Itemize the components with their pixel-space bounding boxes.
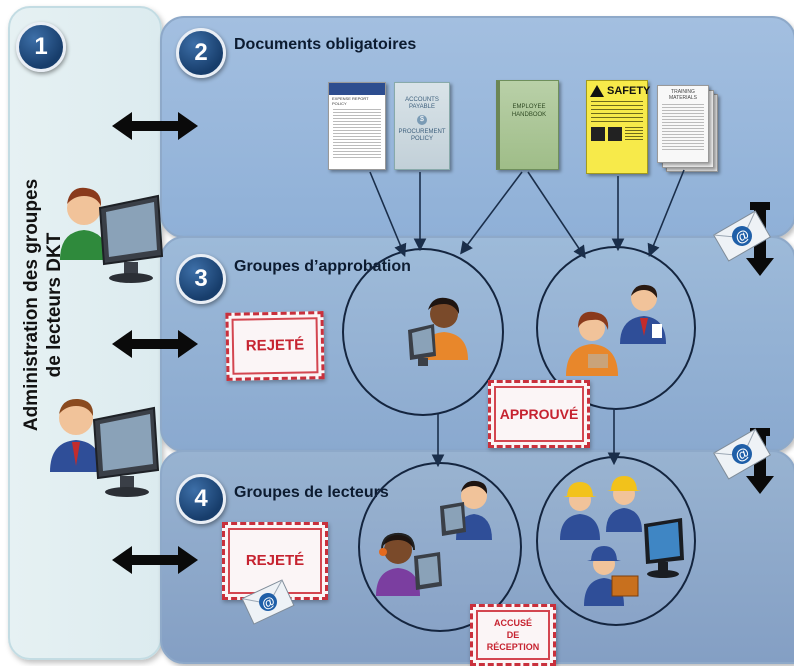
safety-document: SAFETY [586,80,651,174]
accounts-doc-line1: ACCOUNTS [405,97,439,103]
section-title-documents: Documents obligatoires [234,36,417,53]
step-number-4: 4 [176,474,226,524]
warning-icon [590,85,604,97]
email-icon: @ [241,579,295,625]
expense-policy-document: EXPENSE REPORT POLICY [328,82,386,170]
handbook-line2: HANDBOOK [511,112,547,118]
receipt-stamp-line2: DE [506,630,520,640]
handbook-line1: EMPLOYEE [512,104,546,110]
reader-person-computer-icon [440,480,492,540]
email-icon: @ [713,210,771,262]
flow-line [369,171,407,257]
reader-workers-icon [560,476,684,606]
reader-headset-person-icon [376,532,442,596]
training-materials-document: TRAINING MATERIALS [657,85,709,163]
receipt-stamp-line3: RÉCEPTION [486,642,540,652]
accounts-doc-line2: PAYABLE [408,104,435,110]
accounts-doc-line4: POLICY [410,136,433,142]
accounts-payable-document: ACCOUNTS PAYABLE $ PROCUREMENT POLICY [394,82,450,170]
section-title-lecteurs: Groupes de lecteurs [234,484,389,501]
flow-line [460,171,523,255]
admin-person-computer-icon [50,398,160,497]
approver-person-computer-icon [408,297,468,366]
step-number-1: 1 [16,22,66,72]
expense-doc-line1: EXPENSE REPORT [332,96,369,101]
step-number-2: 2 [176,28,226,78]
flow-line [527,171,586,259]
receipt-stamp-line1: ACCUSÉ [493,618,532,628]
flow-line [647,169,685,257]
document-flow-lines [369,169,685,468]
double-arrow-icon [112,330,198,358]
email-icon: @ [713,428,771,480]
admin-person-computer-icon [60,187,164,283]
email-glyph: @ [259,593,277,612]
approved-stamp: APPROUVÉ [488,380,590,448]
approver-pair-icon [566,284,666,376]
training-line1: TRAINING [671,89,695,95]
expense-doc-line2: POLICY [332,101,347,106]
employee-handbook-document: EMPLOYEE HANDBOOK [496,80,559,170]
admin-panel [8,6,162,660]
double-arrow-icon [112,112,198,140]
training-line2: MATERIALS [669,95,697,101]
safety-doc-title: SAFETY [607,85,651,97]
accounts-doc-line3: PROCUREMENT [398,129,446,135]
dollar-symbol: $ [417,115,427,125]
step-number-3: 3 [176,254,226,304]
double-arrow-icon [112,546,198,574]
